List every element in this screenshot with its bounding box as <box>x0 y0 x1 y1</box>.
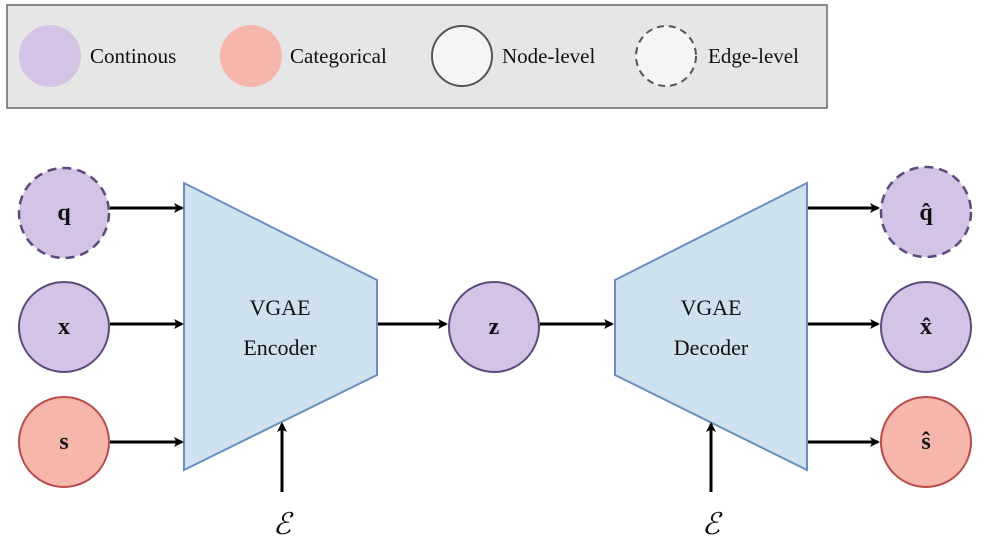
latent-z-label: z <box>489 314 500 340</box>
latent-node-z: z <box>448 281 540 373</box>
output-x-circle <box>880 281 972 373</box>
output-q-circle <box>879 165 973 259</box>
output-node-s: ŝ <box>880 396 972 488</box>
output-x-label: x̂ <box>920 314 932 340</box>
legend-continuous-swatch <box>19 25 81 87</box>
decoder-edge-symbol: ℰ <box>702 508 723 541</box>
input-node-x: x <box>18 281 110 373</box>
decoder-label-line1: VGAE <box>680 295 741 320</box>
legend-categorical-label: Categorical <box>290 44 387 68</box>
input-x-circle <box>18 281 110 373</box>
input-s-circle <box>18 396 110 488</box>
output-node-q: q̂ <box>879 165 973 259</box>
input-x-label: x <box>58 314 70 340</box>
encoder-trapezoid <box>183 181 378 472</box>
output-s-label: ŝ <box>921 429 930 455</box>
arrows <box>110 203 880 492</box>
input-s-label: s <box>59 429 68 455</box>
legend-continuous-label: Continous <box>90 44 176 68</box>
legend-edge-level-swatch <box>635 25 697 87</box>
encoder-label-line2: Encoder <box>243 335 317 360</box>
input-node-q: q <box>17 166 111 260</box>
latent-z-circle <box>448 281 540 373</box>
output-s-circle <box>880 396 972 488</box>
decoder-trapezoid <box>614 181 808 472</box>
encoder-block: VGAE Encoder <box>183 181 378 472</box>
legend-categorical-swatch <box>220 25 282 87</box>
decoder-label-line2: Decoder <box>674 335 749 360</box>
encoder-edge-symbol: ℰ <box>273 508 294 541</box>
input-node-s: s <box>18 396 110 488</box>
encoder-label-line1: VGAE <box>249 295 310 320</box>
legend-edge-level-label: Edge-level <box>708 44 799 68</box>
decoder-block: VGAE Decoder <box>614 181 808 472</box>
input-q-label: q <box>57 200 71 226</box>
legend-node-level-swatch <box>431 25 493 87</box>
legend: Continous Categorical Node-level Edge-le… <box>6 4 828 109</box>
legend-node-level-label: Node-level <box>502 44 595 68</box>
input-q-circle <box>17 166 111 260</box>
output-node-x: x̂ <box>880 281 972 373</box>
output-q-label: q̂ <box>919 200 933 226</box>
